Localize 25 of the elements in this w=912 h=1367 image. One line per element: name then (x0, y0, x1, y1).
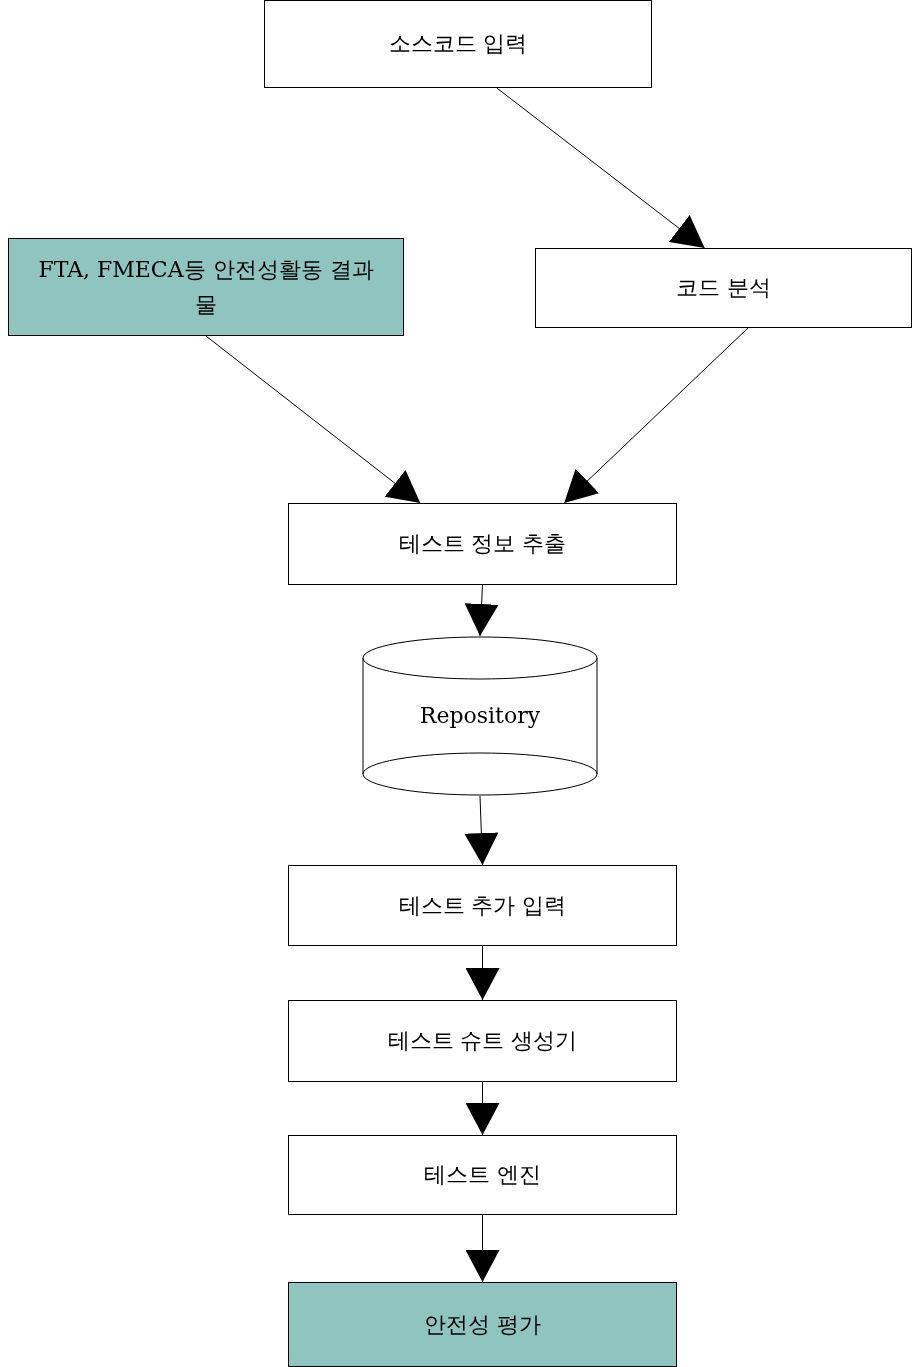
node-label: 안전성 평가 (423, 1310, 542, 1339)
node-label: Repository (418, 702, 542, 731)
arrow (464, 584, 499, 637)
arrow (563, 327, 749, 504)
node-label: 테스트 엔진 (423, 1161, 542, 1190)
arrow (464, 795, 499, 866)
process-box (535, 248, 912, 328)
node-label: 테스트 추가 입력 (397, 891, 568, 920)
arrow (465, 1214, 500, 1283)
process-box (288, 1282, 677, 1367)
process-box (288, 1135, 677, 1215)
node-label: 테스트 슈트 생성기 (386, 1027, 579, 1056)
arrow (465, 1081, 500, 1136)
process-box (8, 238, 404, 336)
process-box (288, 503, 677, 585)
process-box (264, 0, 652, 88)
arrow (465, 945, 500, 1001)
node-label: 코드 분석 (675, 274, 772, 303)
process-box (288, 865, 677, 946)
process-box (288, 1000, 677, 1082)
node-label: FTA, FMECA등 안전성활동 결과물 (37, 255, 375, 319)
arrow (205, 335, 421, 504)
node-label: 소스코드 입력 (387, 30, 529, 59)
node-label: 테스트 정보 추출 (397, 530, 568, 559)
arrow (496, 87, 706, 249)
